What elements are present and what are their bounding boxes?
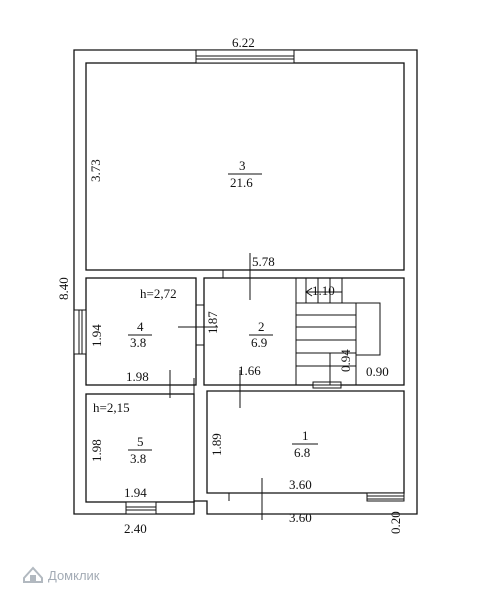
room-area: 6.8: [294, 445, 310, 460]
door-marks: [155, 253, 342, 520]
dim-room4-height: 1.94: [89, 324, 104, 347]
dim-room5-width: 1.94: [124, 485, 147, 500]
ceiling-height-1: h=2,72: [140, 286, 177, 301]
watermark: Домклик: [23, 566, 100, 583]
window-top: [195, 49, 295, 64]
room-5: [85, 393, 195, 503]
staircase: [295, 278, 381, 385]
dim-stair-width: 1.10: [312, 283, 335, 298]
room-area: 3.8: [130, 451, 146, 466]
window-bottom-right: [366, 492, 405, 502]
room-number: 3: [239, 158, 246, 173]
dim-room2-width: 1.66: [238, 363, 261, 378]
dim-room1-width-outer: 3.60: [289, 510, 312, 525]
dim-right-offset: 0.20: [388, 511, 403, 534]
room-area: 3.8: [130, 335, 146, 350]
room-label-5: 5 3.8: [128, 434, 152, 466]
dim-room3-height: 3.73: [88, 159, 103, 182]
dim-bottom-left-width: 2.40: [124, 521, 147, 536]
room-3: [85, 62, 405, 271]
dim-room2-height: 1.87: [205, 311, 220, 334]
dim-room5-height: 1.98: [89, 439, 104, 462]
ceiling-height-2: h=2,15: [93, 400, 130, 415]
room-2: [203, 277, 405, 386]
dim-inner-width: 5.78: [252, 254, 275, 269]
room-label-1: 1 6.8: [292, 428, 318, 460]
room-label-2: 2 6.9: [249, 319, 273, 350]
dim-room4-width: 1.98: [126, 369, 149, 384]
room-label-3: 3 21.6: [228, 158, 262, 190]
dim-top-width: 6.22: [232, 35, 255, 50]
window-left: [73, 309, 87, 355]
dim-room1-width-inner: 3.60: [289, 477, 312, 492]
room-number: 4: [137, 319, 144, 334]
dim-room1-height: 1.89: [209, 433, 224, 456]
house-logo-icon: [23, 566, 43, 583]
dim-stair-depth: 0.94: [338, 349, 353, 372]
room-number: 5: [137, 434, 144, 449]
room-number: 1: [302, 428, 309, 443]
room-area: 21.6: [230, 175, 253, 190]
dim-stair-offset: 0.90: [366, 364, 389, 379]
room-area: 6.9: [251, 335, 267, 350]
watermark-brand: Домклик: [48, 568, 100, 583]
room-number: 2: [258, 319, 265, 334]
window-bottom-left: [125, 501, 157, 515]
dim-left-height: 8.40: [56, 277, 71, 300]
room-label-4: 4 3.8: [128, 319, 152, 350]
